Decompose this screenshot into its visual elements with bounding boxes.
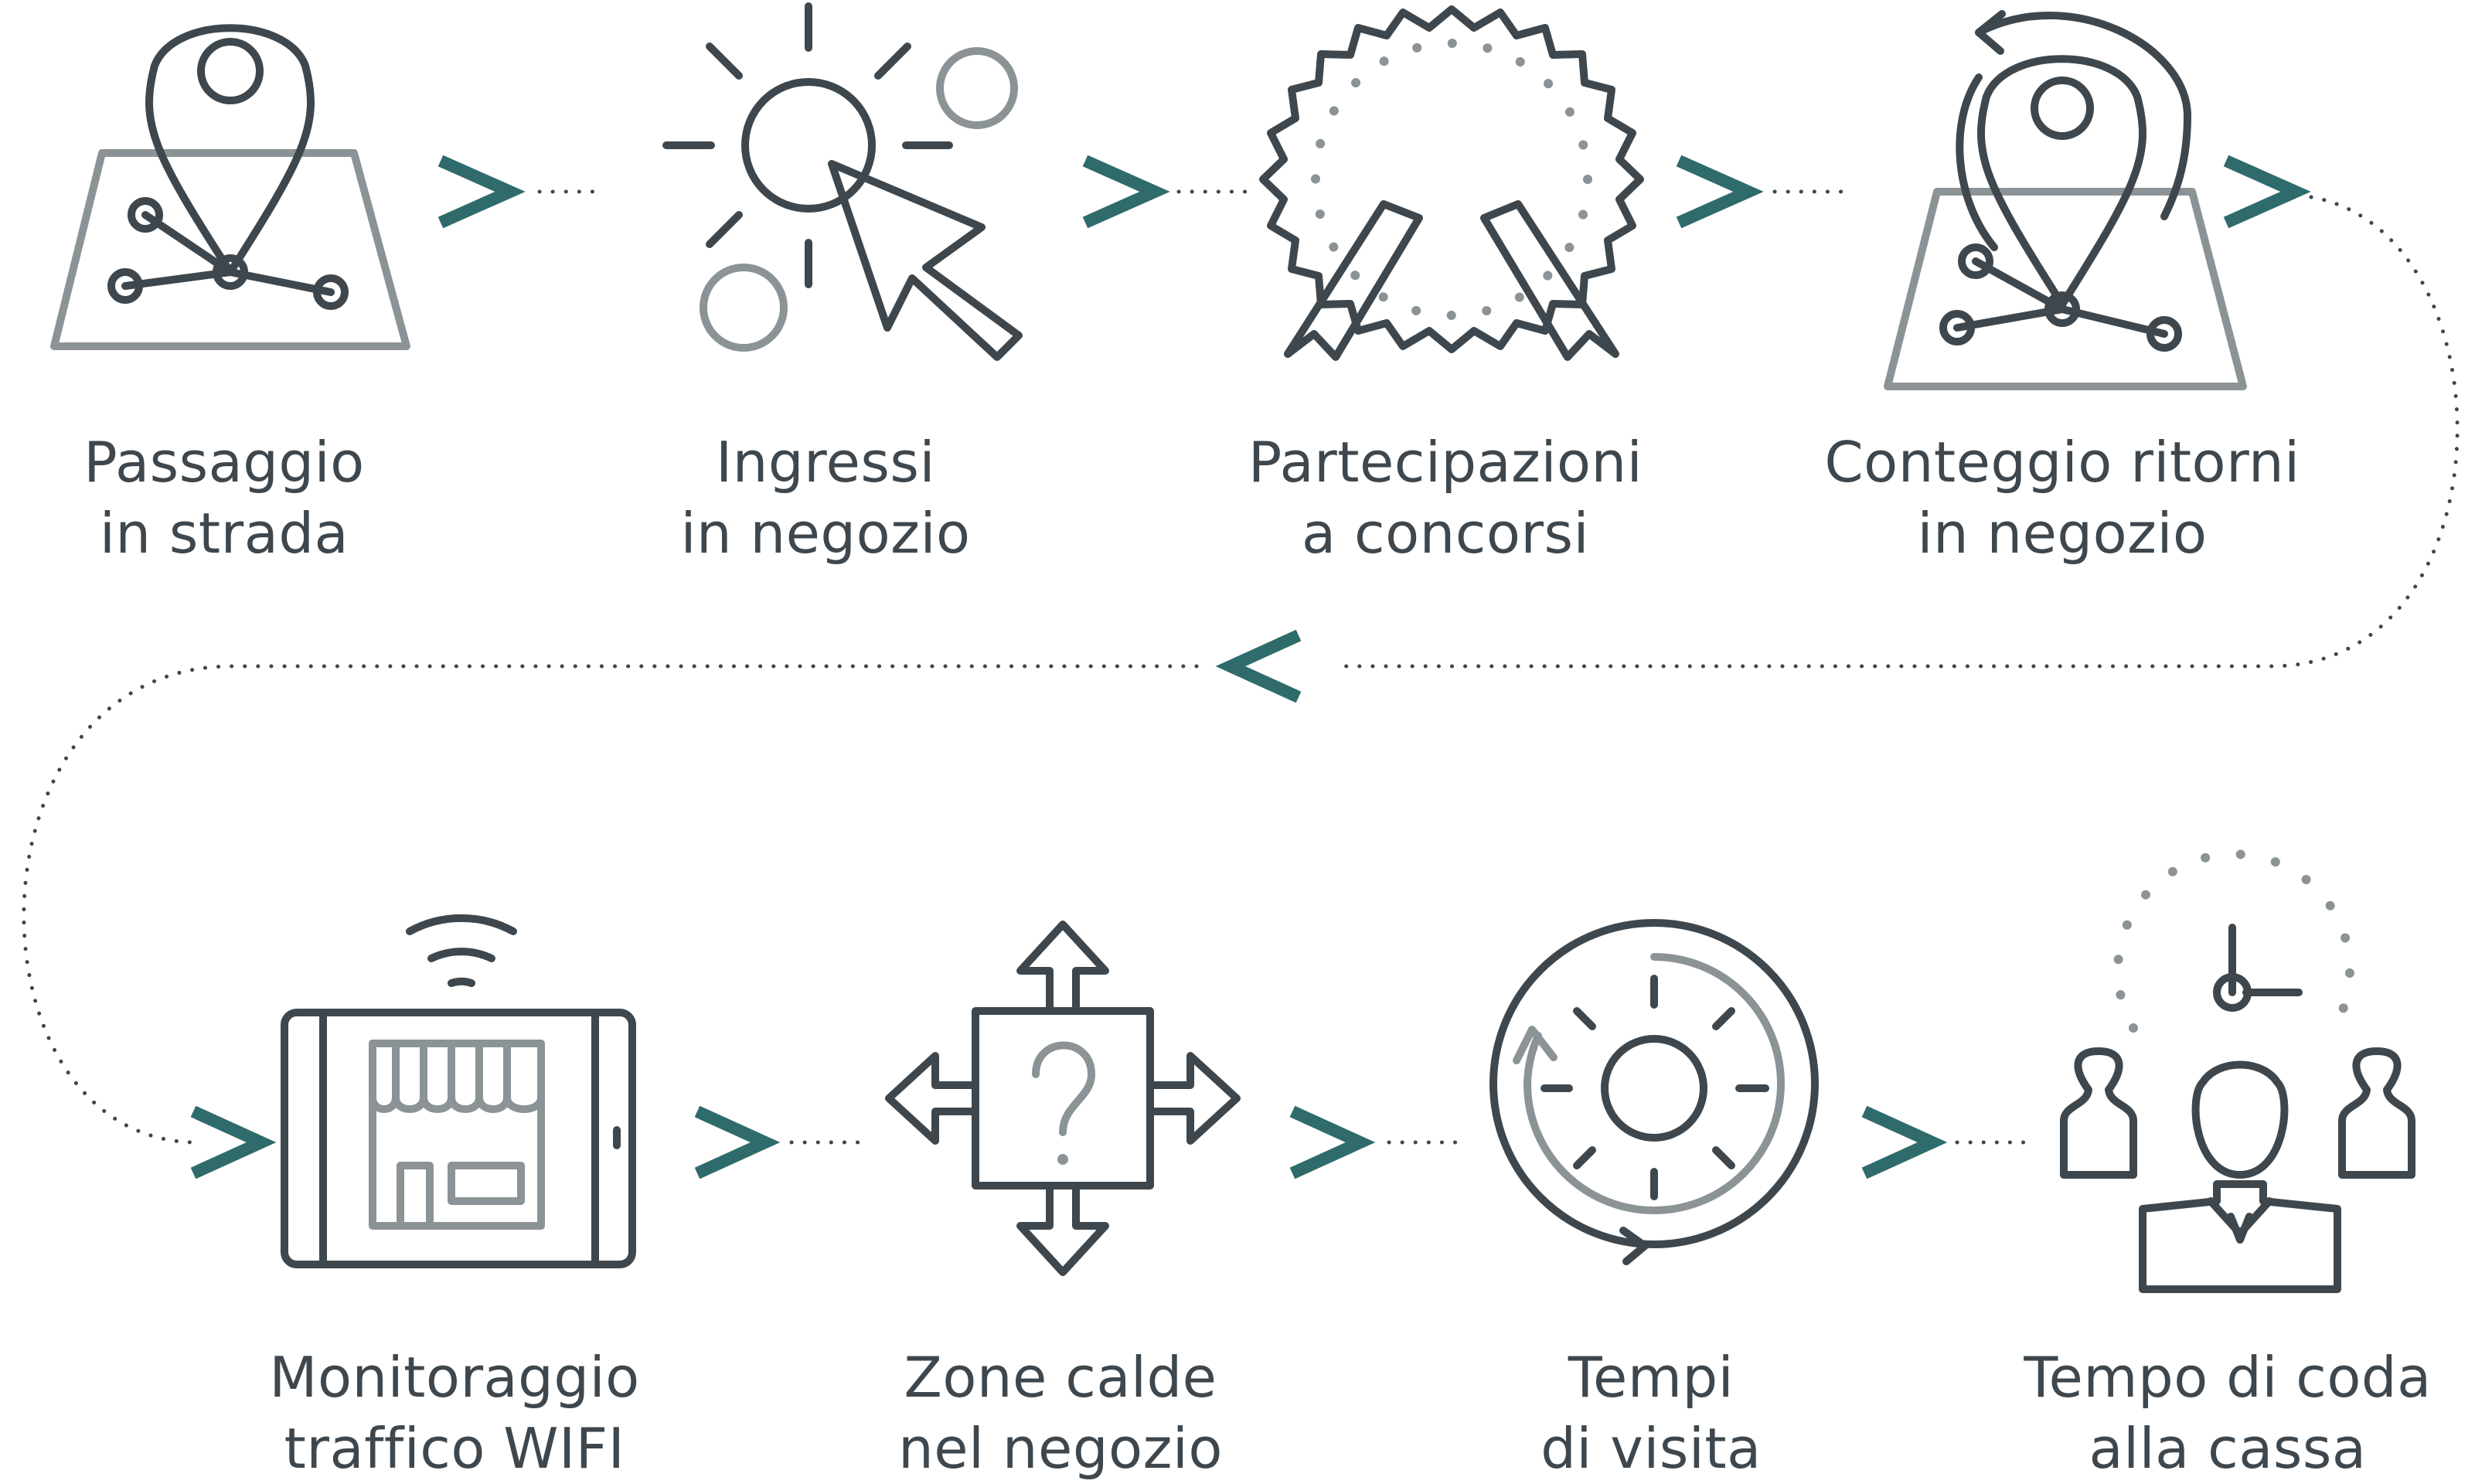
step-label-line: Ingressi — [716, 430, 935, 495]
chevron-left-icon — [1215, 629, 1302, 703]
question-arrows-icon — [885, 921, 1241, 1276]
step-label-line: Monitoraggio — [269, 1345, 640, 1410]
step-label-line: Tempo di coda — [2024, 1345, 2432, 1410]
step-label-line: in negozio — [680, 501, 971, 566]
step-label-line: nel negozio — [898, 1416, 1223, 1481]
step-label-tempi: Tempi di visita — [1404, 1342, 1898, 1484]
chevron-right-icon — [694, 1105, 781, 1179]
map-pin-icon — [50, 24, 410, 350]
chevron-right-icon — [2223, 155, 2311, 229]
sun-cycle-icon — [1489, 919, 1819, 1265]
chevron-right-icon — [1676, 155, 1764, 229]
step-label-line: in strada — [99, 501, 349, 566]
step-label-line: a concorsi — [1301, 501, 1590, 566]
step-label-partecipazioni: Partecipazioni a concorsi — [1198, 427, 1693, 569]
award-ribbon-icon — [1259, 5, 1644, 361]
chevron-right-icon — [190, 1105, 277, 1179]
step-label-zone: Zone calde nel negozio — [813, 1342, 1308, 1484]
step-label-line: Passaggio — [83, 430, 365, 495]
step-label-line: traffico WIFI — [284, 1416, 625, 1481]
step-label-conteggio: Conteggio ritorni in negozio — [1815, 427, 2310, 569]
connector-4-5-left-curve — [22, 664, 1199, 1145]
chevron-right-icon — [1861, 1105, 1948, 1179]
step-label-line: in negozio — [1917, 501, 2208, 566]
step-label-line: Zone calde — [904, 1345, 1217, 1410]
chevron-right-icon — [1082, 155, 1170, 229]
step-label-coda: Tempo di coda alla cassa — [1980, 1342, 2475, 1484]
chevron-right-icon — [1289, 1105, 1376, 1179]
step-label-line: di visita — [1540, 1416, 1762, 1481]
chevron-right-icon — [437, 155, 526, 229]
step-label-line: Tempi — [1568, 1345, 1735, 1410]
step-label-ingressi: Ingressi in negozio — [578, 427, 1073, 569]
step-label-monitoraggio: Monitoraggio traffico WIFI — [207, 1342, 702, 1484]
tablet-wifi-store-icon — [281, 914, 636, 1268]
map-pin-return-icon — [1884, 10, 2247, 390]
step-label-line: Conteggio ritorni — [1824, 430, 2300, 495]
step-label-line: Partecipazioni — [1248, 430, 1643, 495]
queue-clock-icon — [2060, 849, 2415, 1293]
step-label-line: alla cassa — [2089, 1416, 2367, 1481]
flow-chevrons — [190, 155, 2311, 1179]
step-label-passaggio: Passaggio in strada — [0, 427, 472, 569]
flow-connectors — [22, 189, 2460, 1145]
sun-cursor-icon — [662, 2, 1023, 361]
